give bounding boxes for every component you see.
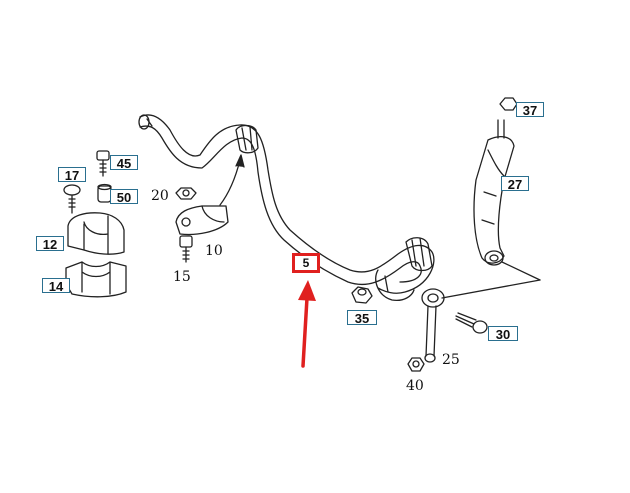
part-label-30[interactable]: 30 (488, 326, 518, 342)
bolt-30 (455, 312, 488, 334)
strut-27 (473, 119, 541, 281)
part-label-17[interactable]: 17 (58, 167, 86, 183)
part-label-12[interactable]: 12 (36, 236, 64, 252)
highlight-arrow (298, 280, 316, 368)
bolt-45 (96, 150, 110, 177)
bracket-10 (175, 205, 229, 236)
bolt-15 (179, 235, 193, 263)
part-label-10[interactable]: 10 (205, 243, 223, 259)
part-label-50[interactable]: 50 (110, 189, 138, 205)
nut-20 (175, 187, 197, 200)
part-label-25[interactable]: 25 (442, 352, 460, 368)
part-label-37[interactable]: 37 (516, 102, 544, 118)
stabilizer-bar (138, 114, 435, 302)
part-label-27[interactable]: 27 (501, 176, 529, 192)
part-label-15[interactable]: 15 (173, 269, 191, 285)
part-label-14[interactable]: 14 (42, 278, 70, 294)
part-label-5[interactable]: 5 (292, 253, 320, 273)
nut-37 (499, 97, 518, 111)
part-label-40[interactable]: 40 (406, 378, 424, 394)
nut-35 (351, 286, 373, 304)
nut-40 (407, 357, 425, 372)
link-25 (421, 279, 541, 363)
part-label-45[interactable]: 45 (110, 155, 138, 171)
clamp-12 (67, 212, 125, 255)
part-label-20[interactable]: 20 (151, 188, 169, 204)
screw-17 (63, 184, 81, 214)
clamp-14 (65, 261, 127, 298)
part-label-35[interactable]: 35 (347, 310, 377, 326)
